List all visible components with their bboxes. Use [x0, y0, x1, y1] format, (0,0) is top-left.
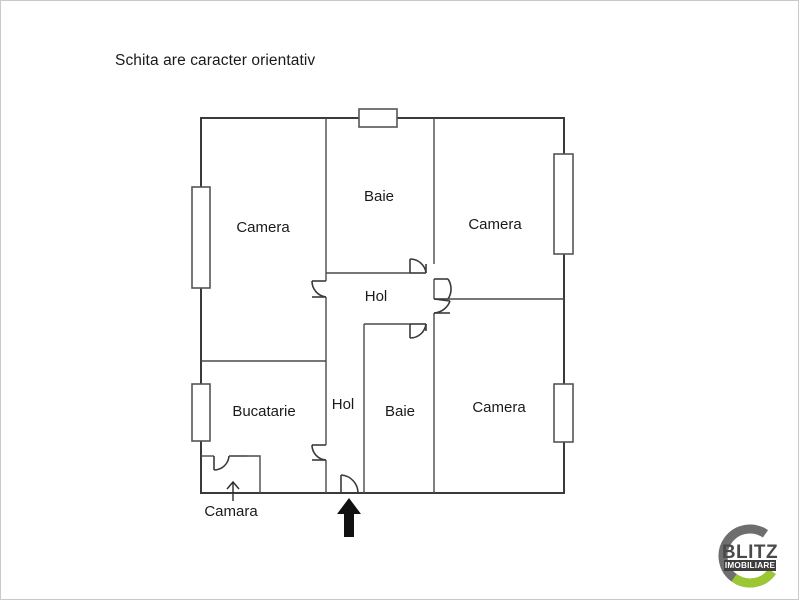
room-label-camera-bottom-right: Camera [472, 399, 526, 416]
room-label-baie-lower: Baie [385, 403, 415, 420]
room-label-baie-top: Baie [364, 188, 394, 205]
door-entrance [340, 474, 359, 494]
logo-subtitle-text: IMOBILIARE [725, 561, 776, 570]
page-title: Schita are caracter orientativ [115, 52, 316, 69]
window-left-camera [191, 186, 211, 289]
door-bucatarie [311, 444, 327, 461]
room-label-camara: Camara [204, 503, 258, 520]
camara-pointer-arrow [226, 480, 240, 501]
blitz-imobiliare-logo: BLITZ IMOBILIARE [718, 524, 782, 588]
logo-subtitle-bar [724, 560, 776, 571]
room-label-hol-lower: Hol [332, 396, 355, 413]
entrance-arrow [337, 498, 361, 537]
room-label-bucatarie: Bucatarie [232, 403, 295, 420]
door-baie-top [409, 258, 427, 274]
window-left-bucatarie [191, 383, 211, 442]
door-camera-top-left [311, 280, 327, 298]
logo-brand-text: BLITZ [722, 542, 778, 563]
door-baie-lower [409, 323, 427, 339]
windows [191, 108, 574, 443]
exterior-walls [200, 117, 565, 494]
door-camera-bottom-right [433, 298, 451, 314]
room-label-camera-top-right: Camera [468, 216, 522, 233]
room-label-camera-top-left: Camera [236, 219, 290, 236]
door-camara [213, 455, 247, 471]
door-camera-top-right [434, 278, 452, 300]
room-label-hol-center: Hol [365, 288, 388, 305]
window-right-camera-top [553, 153, 574, 255]
window-right-camera-bottom [553, 383, 574, 443]
room-labels: Camera Baie Camera Hol Bucatarie Hol Bai… [204, 188, 526, 520]
door-arcs [213, 258, 452, 494]
window-top-baie [358, 108, 398, 128]
interior-walls [201, 118, 564, 493]
